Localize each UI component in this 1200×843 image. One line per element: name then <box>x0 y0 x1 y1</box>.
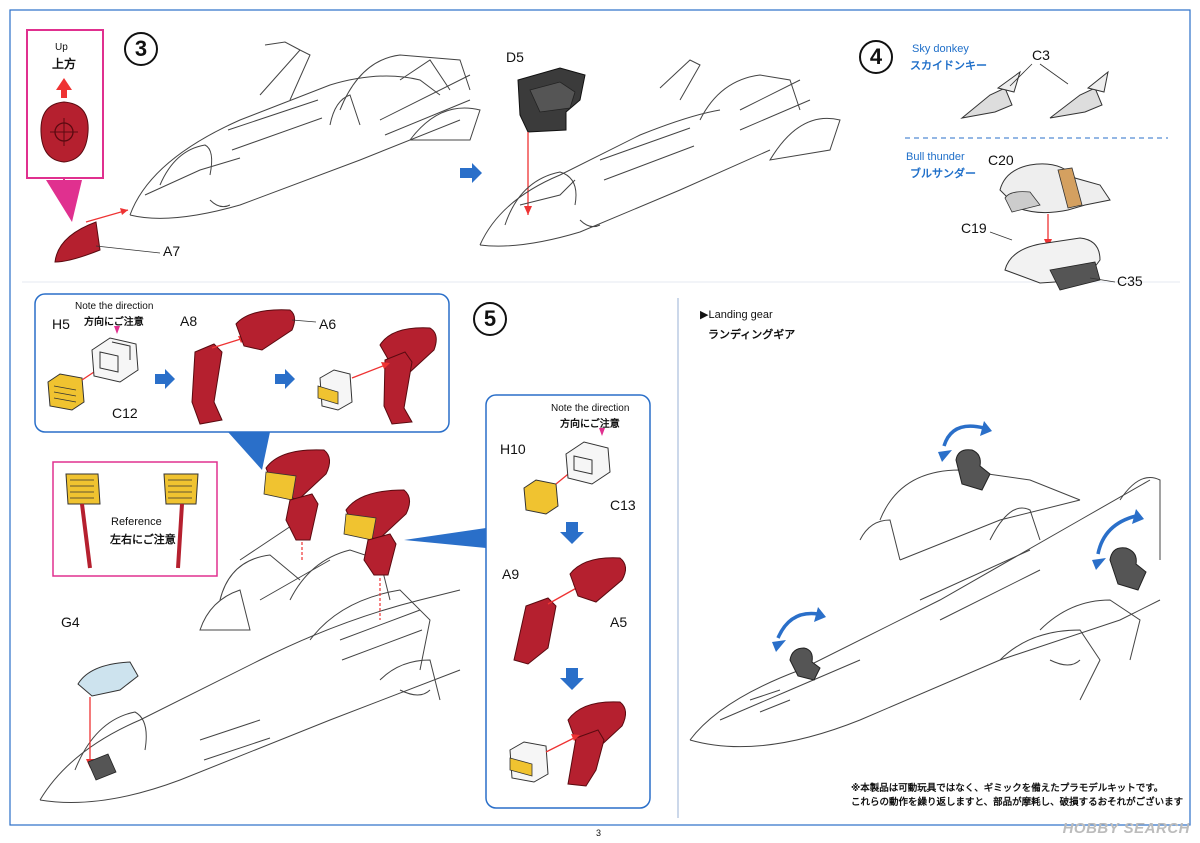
label-d5: D5 <box>506 49 524 65</box>
detail-arrow-2-icon <box>275 369 295 389</box>
rotation-arrows <box>776 424 1137 639</box>
gear-center <box>955 449 991 491</box>
sky-donkey-en: Sky donkey <box>912 43 969 55</box>
page-border <box>9 9 1191 826</box>
bull-thunder-jp: ブルサンダー <box>910 168 976 180</box>
down-arrow-1-icon <box>560 522 584 544</box>
installed-right-stand <box>343 489 410 620</box>
aircraft-step5 <box>39 519 461 803</box>
a8-part <box>191 343 223 425</box>
step-4-number: 4 <box>859 40 893 74</box>
sky-donkey-jp: スカイドンキー <box>910 60 987 72</box>
notice-line-2: これらの動作を繰り返しますと、部品が摩耗し、破損するおそれがございます <box>851 797 1184 808</box>
note-direction-en-2: Note the direction <box>551 403 630 414</box>
label-c3: C3 <box>1032 47 1050 63</box>
a6-part <box>235 309 296 351</box>
label-g4: G4 <box>61 614 80 630</box>
rot-arrow-2-icon <box>980 421 992 436</box>
c12-part <box>91 337 139 383</box>
landing-gear-en: ▶Landing gear <box>700 309 773 321</box>
c3-parts <box>960 63 1109 119</box>
up-box-pointer <box>46 180 82 222</box>
reference-en: Reference <box>111 516 162 528</box>
notice-line-1: ※本製品は可動玩具ではなく、ギミックを備えたプラモデルキットです。 <box>851 783 1164 794</box>
aircraft-step3-right <box>479 59 841 247</box>
next-arrow-icon <box>460 163 482 183</box>
step-3-number: 3 <box>124 32 158 66</box>
rot-arrow-4-icon <box>772 640 786 652</box>
bull-thunder-en: Bull thunder <box>906 151 965 163</box>
down-arrow-2-icon <box>560 668 584 690</box>
a9-part <box>513 597 557 665</box>
watermark: HOBBY SEARCH <box>1062 820 1190 837</box>
up-label-en: Up <box>55 42 68 53</box>
reference-right <box>163 473 199 569</box>
rot-arrow-3-icon <box>1132 509 1144 524</box>
label-c12: C12 <box>112 405 138 421</box>
step-5-number: 5 <box>473 302 507 336</box>
aircraft-step3-left <box>129 41 481 219</box>
label-a6: A6 <box>319 316 337 332</box>
aircraft-landing-gear <box>689 469 1161 748</box>
note-direction-jp-1: 方向にご注意 <box>84 317 144 328</box>
note-direction-en-1: Note the direction <box>75 301 154 312</box>
a7-part <box>54 221 101 263</box>
reference-jp: 左右にご注意 <box>110 534 176 546</box>
rot-arrow-6-icon <box>1092 558 1106 570</box>
label-h5: H5 <box>52 316 70 332</box>
detail-arrow-1-icon <box>155 369 175 389</box>
right-box-pointer <box>404 528 486 548</box>
label-c20: C20 <box>988 152 1014 168</box>
reference-box <box>52 461 218 577</box>
step5-right-box <box>485 394 651 809</box>
a5-part <box>569 557 626 603</box>
label-a8: A8 <box>180 313 198 329</box>
h5-part <box>47 373 85 411</box>
h10-part <box>523 479 559 515</box>
label-h10: H10 <box>500 441 526 457</box>
reference-left <box>65 473 101 569</box>
notice-text: ※本製品は可動玩具ではなく、ギミックを備えたプラモデルキットです。 これらの動作… <box>851 782 1183 810</box>
rot-arrow-1-icon <box>814 607 826 622</box>
label-c19: C19 <box>961 220 987 236</box>
label-a7: A7 <box>163 243 181 259</box>
label-a5: A5 <box>610 614 628 630</box>
assembled-a5-a9 <box>509 701 626 787</box>
label-c13: C13 <box>610 497 636 513</box>
installed-left-stand <box>263 449 330 560</box>
landing-gear-en-text: Landing gear <box>708 309 773 321</box>
gear-left <box>789 647 821 681</box>
bull-thunder-parts <box>989 163 1116 291</box>
gear-right <box>1109 547 1147 591</box>
label-c35: C35 <box>1117 273 1143 289</box>
page-number: 3 <box>596 828 602 838</box>
landing-gear-jp: ランディングギア <box>708 329 796 341</box>
label-a9: A9 <box>502 566 520 582</box>
rot-arrow-5-icon <box>938 450 952 462</box>
g4-part <box>77 661 139 697</box>
assembled-a6-a8 <box>317 327 437 425</box>
c13-part <box>565 441 611 485</box>
detail-pointer <box>228 432 270 470</box>
note-direction-jp-2: 方向にご注意 <box>560 419 620 430</box>
up-arrow-icon <box>56 78 72 98</box>
up-label-jp: 上方 <box>52 57 77 71</box>
